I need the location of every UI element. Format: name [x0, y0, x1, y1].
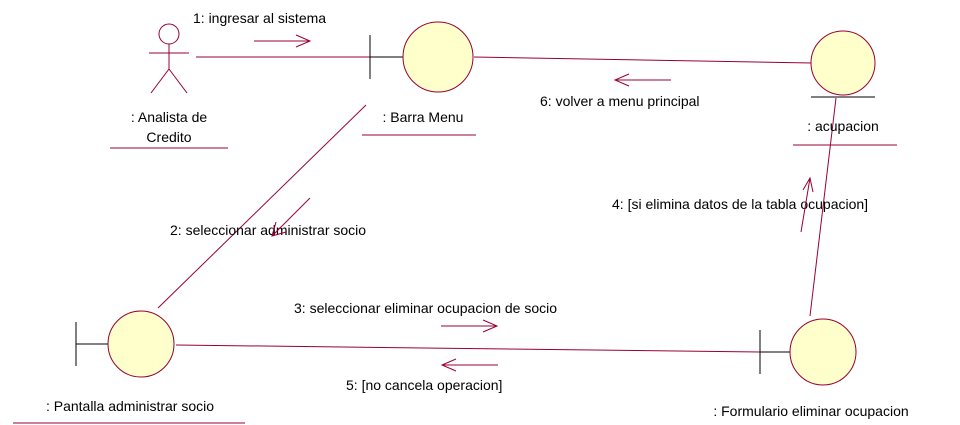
message-5-label: 5: [no cancela operacion] — [346, 377, 502, 393]
message-2-label: 2: seleccionar administrar socio — [170, 222, 366, 238]
message-5-arrow-icon — [440, 358, 498, 372]
barra-menu-label: : Barra Menu — [383, 109, 464, 125]
formulario-label: : Formulario eliminar ocupacion — [713, 403, 908, 419]
message-6-arrow-icon — [613, 73, 671, 87]
message-1-arrow-icon — [254, 34, 312, 48]
message-3-arrow-icon — [441, 319, 499, 333]
message-2-arrow-icon — [271, 197, 311, 237]
message-4-arrow-icon — [800, 176, 814, 233]
analista-label-line2: Credito — [146, 129, 191, 145]
link-formulario-acupacion — [809, 97, 837, 317]
acupacion-entity-icon — [810, 30, 876, 98]
pantalla-boundary-icon — [75, 310, 175, 378]
pantalla-label: : Pantalla administrar socio — [46, 398, 214, 414]
barra-menu-boundary-icon — [369, 21, 474, 93]
link-pantalla-formulario — [175, 344, 761, 353]
analista-actor-icon — [149, 23, 189, 94]
message-4-label: 4: [si elimina datos de la tabla ocupaci… — [612, 196, 868, 212]
acupacion-label: : acupacion — [807, 118, 879, 134]
message-1-label: 1: ingresar al sistema — [193, 10, 326, 26]
link-barra-menu-pantalla — [157, 104, 367, 309]
message-3-label: 3: seleccionar eliminar ocupacion de soc… — [294, 300, 557, 316]
analista-label-line1: : Analista de — [131, 109, 207, 125]
message-6-label: 6: volver a menu principal — [540, 93, 700, 109]
link-barra-menu-acupacion — [473, 56, 813, 64]
formulario-boundary-icon — [759, 318, 857, 386]
